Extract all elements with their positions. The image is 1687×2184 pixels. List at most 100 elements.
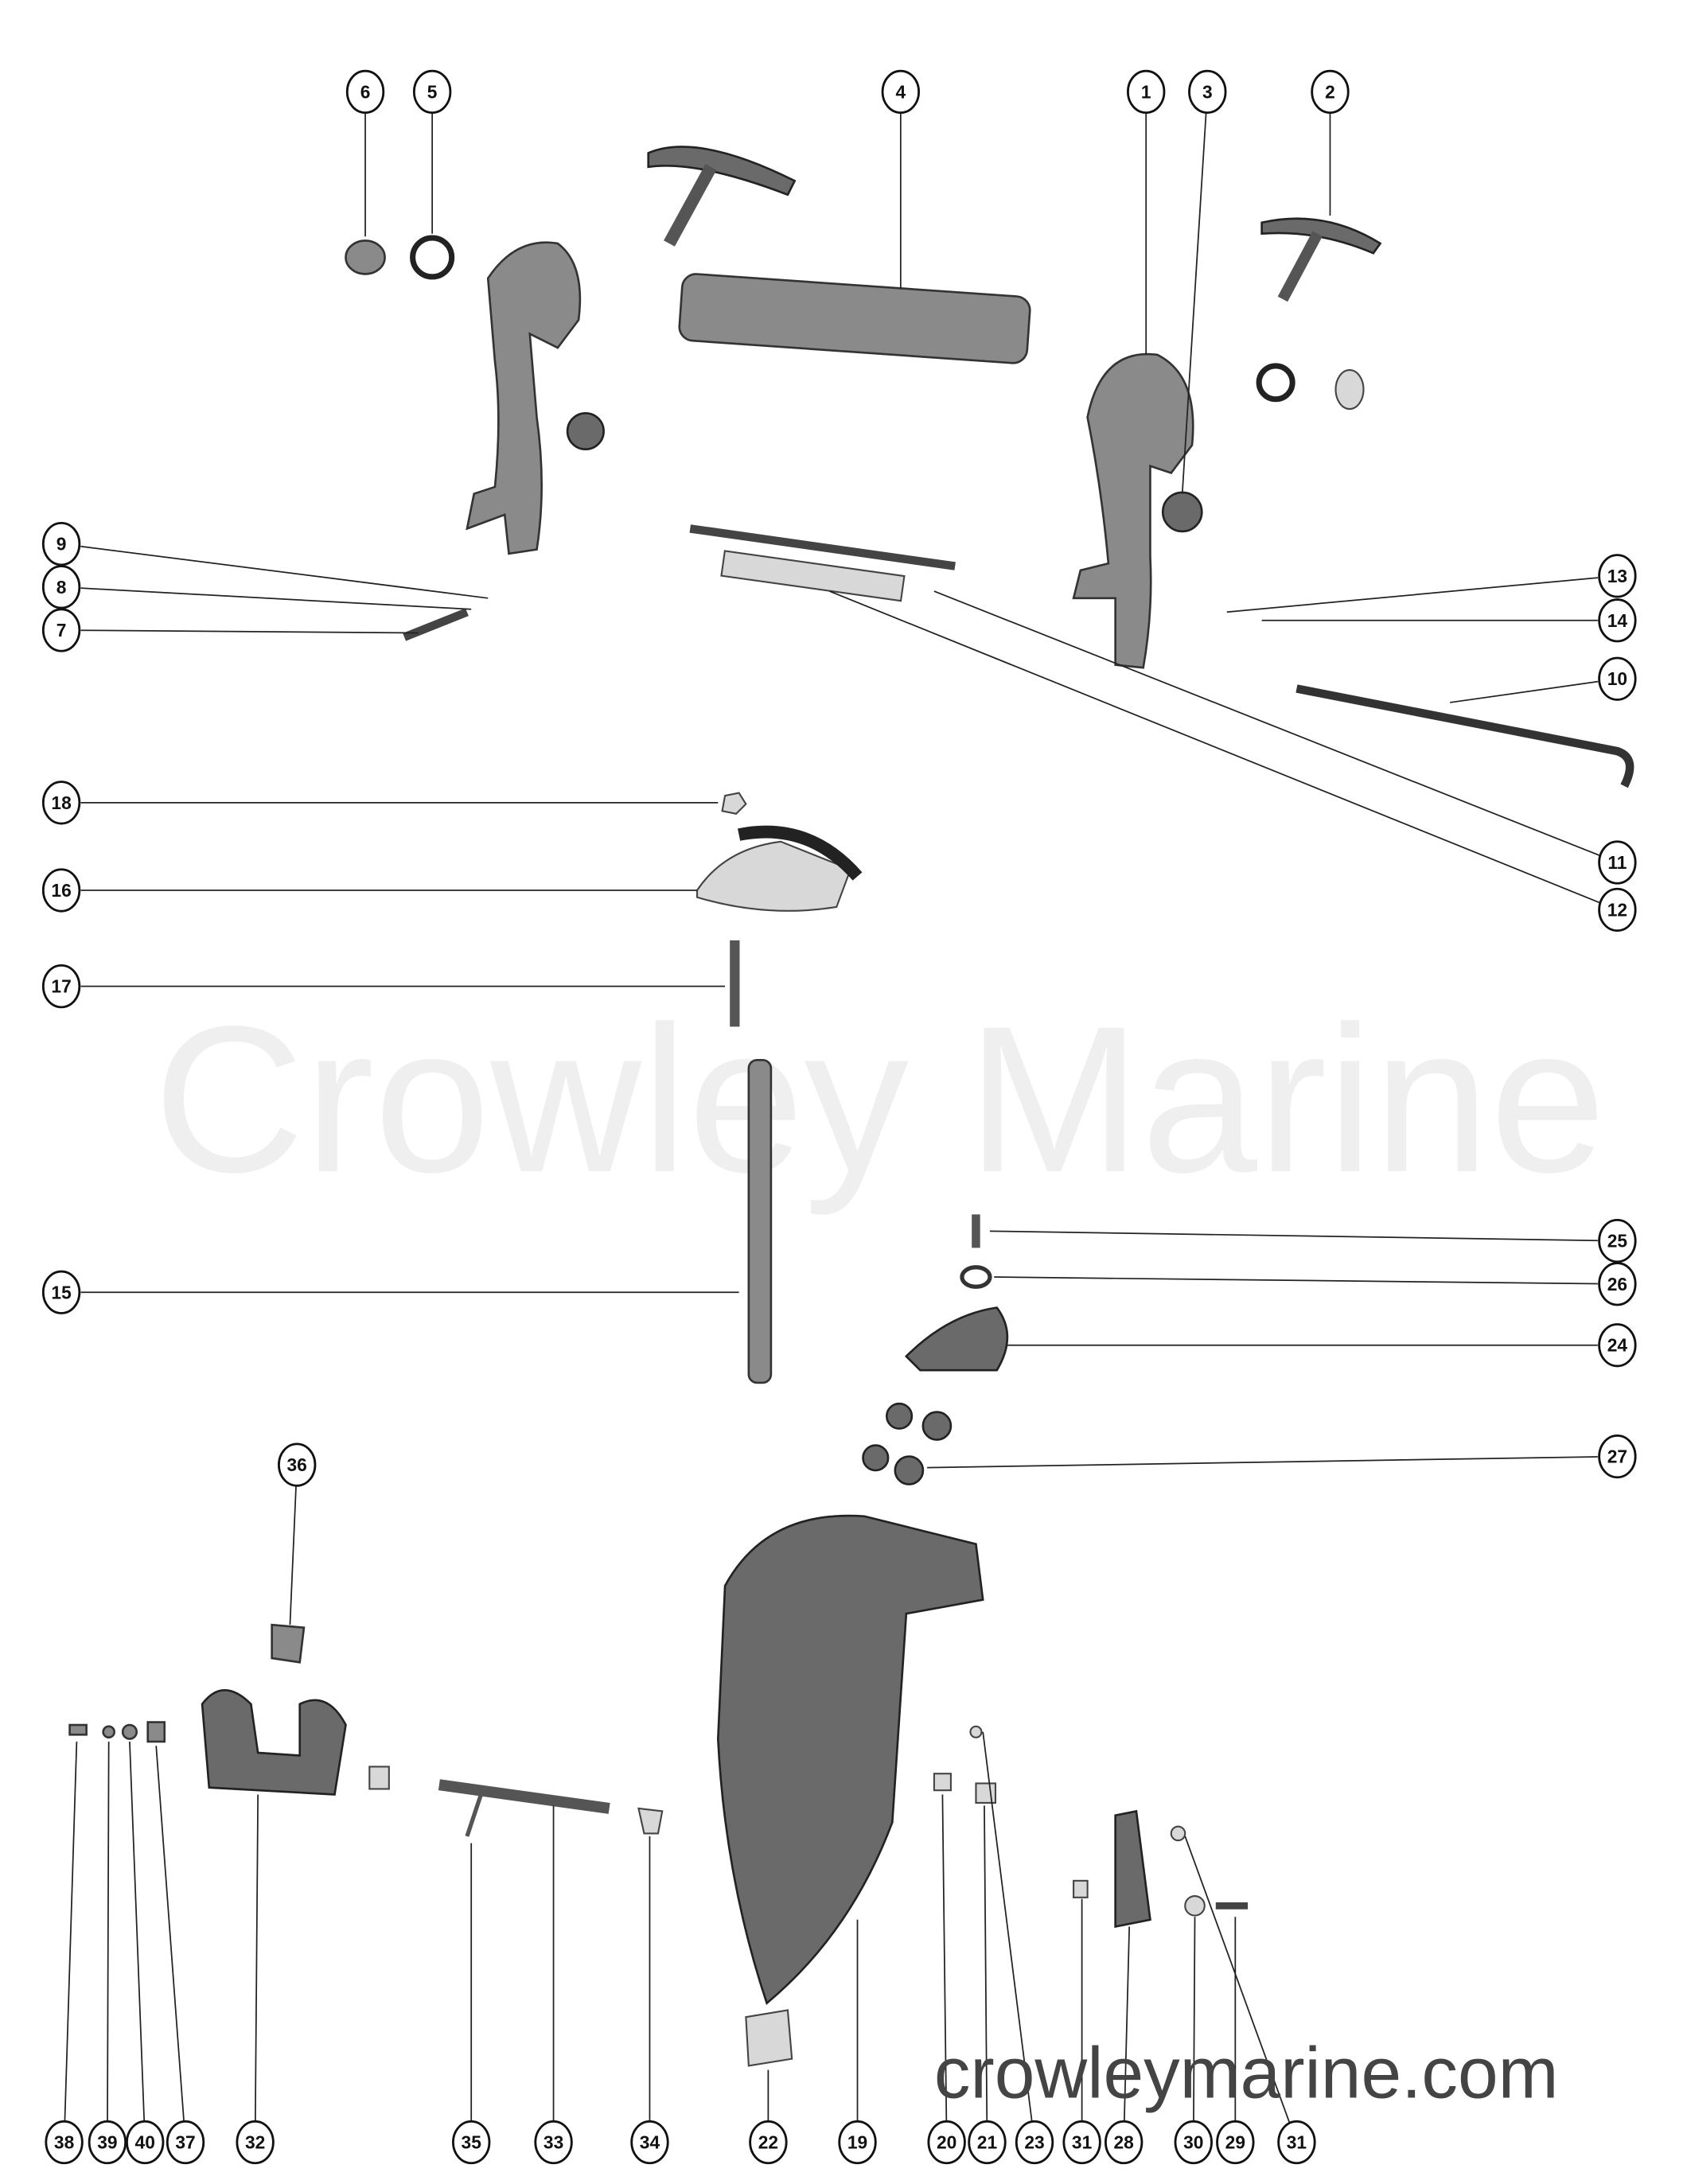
leader-line-38 (64, 1741, 78, 2124)
callout-circle (278, 1442, 317, 1487)
callout-number: 10 (1607, 668, 1627, 689)
callout-circle (1015, 2120, 1054, 2165)
callout-circle (452, 2120, 491, 2165)
callout-circle (1216, 2120, 1255, 2165)
callout-number: 22 (758, 2132, 778, 2153)
parts (68, 146, 1634, 2067)
leader-line-23 (982, 1731, 1033, 2124)
leader-line-40 (129, 1741, 146, 2124)
callout-circle (1598, 656, 1637, 701)
callout-circle (126, 2120, 165, 2165)
callout-number: 5 (427, 81, 438, 102)
callout-4: 4 (881, 69, 921, 115)
callout-number: 21 (977, 2132, 998, 2153)
callout-19: 19 (838, 2120, 877, 2165)
callout-circle (41, 1270, 81, 1314)
nut-6 (345, 239, 386, 275)
callout-32: 32 (236, 2120, 275, 2165)
leader-line-12 (829, 590, 1599, 904)
callout-number: 2 (1325, 81, 1335, 102)
callout-number: 31 (1287, 2132, 1307, 2153)
callout-34: 34 (630, 2120, 669, 2165)
callout-number: 35 (462, 2132, 482, 2153)
small-parts-20-31 (933, 1725, 1249, 1917)
leader-line-3 (1181, 111, 1207, 494)
callout-circle (345, 69, 385, 115)
callout-number: 12 (1607, 899, 1627, 920)
callout-number: 13 (1607, 566, 1627, 586)
callout-5: 5 (412, 69, 452, 115)
leader-line-28 (1123, 1926, 1131, 2124)
leader-line-31 (1184, 1836, 1291, 2124)
callout-circle (1598, 1434, 1637, 1479)
callout-circle (1598, 598, 1637, 643)
callout-21: 21 (968, 2120, 1007, 2165)
callout-circle (927, 2120, 966, 2165)
callout-circle (534, 2120, 573, 2165)
callout-number: 4 (896, 81, 906, 102)
nut-right (1334, 369, 1365, 411)
callout-number: 32 (245, 2132, 265, 2153)
clamp-bracket-left (466, 241, 582, 555)
callout-18: 18 (41, 781, 81, 825)
leader-line-13 (1226, 577, 1599, 613)
callout-circle (1062, 2120, 1101, 2165)
callout-circle (881, 69, 921, 115)
nut-18 (721, 792, 747, 815)
callout-circle (1277, 2120, 1316, 2165)
callout-3: 3 (1188, 69, 1227, 115)
callout-number: 1 (1141, 81, 1151, 102)
shaft-15 (747, 1058, 773, 1384)
leader-line-25 (989, 1230, 1598, 1242)
tilt-lock-32 (201, 1689, 347, 1796)
callout-circle (45, 2120, 84, 2165)
callout-28: 28 (1104, 2120, 1143, 2165)
callout-circle (1127, 69, 1166, 115)
rod-11 (689, 524, 956, 570)
callout-circle (1598, 840, 1637, 885)
leader-line-8 (80, 587, 472, 610)
callout-39: 39 (88, 2120, 127, 2165)
callout-circle (41, 608, 81, 652)
callout-number: 37 (175, 2132, 195, 2153)
callout-circle (41, 781, 81, 825)
callout-number: 17 (51, 976, 71, 997)
callout-26: 26 (1598, 1262, 1637, 1306)
bushing-left (368, 1765, 390, 1790)
callout-24: 24 (1598, 1323, 1637, 1368)
callout-number: 9 (56, 534, 67, 555)
leader-line-9 (80, 545, 489, 599)
watermark-bottom: crowleymarine.com (934, 2034, 1559, 2114)
callout-number: 16 (51, 880, 71, 901)
callout-number: 40 (135, 2132, 155, 2153)
callout-37: 37 (166, 2120, 205, 2165)
callout-31: 31 (1277, 2120, 1316, 2165)
callout-35: 35 (452, 2120, 491, 2165)
callout-circle (41, 565, 81, 609)
callout-12: 12 (1598, 887, 1637, 932)
callout-number: 23 (1024, 2132, 1044, 2153)
swivel-bracket (716, 1514, 984, 2005)
callout-circle (1104, 2120, 1143, 2165)
callout-circle (41, 522, 81, 566)
callout-number: 25 (1607, 1231, 1628, 1252)
allen-wrench (1295, 684, 1634, 788)
callout-number: 3 (1202, 81, 1213, 102)
callout-2: 2 (1311, 69, 1350, 115)
washer-5 (410, 235, 455, 280)
sleeve-12 (720, 550, 906, 602)
callout-circle (630, 2120, 669, 2165)
lever-28 (1114, 1809, 1151, 1929)
callout-circle (1598, 1262, 1637, 1306)
callout-25: 25 (1598, 1218, 1637, 1263)
callout-circle (749, 2120, 788, 2165)
washer-ring-right (1256, 363, 1295, 403)
leader-line-7 (80, 629, 419, 634)
plate-16 (695, 840, 852, 912)
thumb-screw-left (647, 146, 797, 247)
thumb-screw-right (1260, 217, 1382, 302)
leader-line-39 (107, 1742, 110, 2124)
callout-1: 1 (1127, 69, 1166, 115)
callout-number: 36 (287, 1454, 307, 1475)
callout-15: 15 (41, 1270, 81, 1314)
